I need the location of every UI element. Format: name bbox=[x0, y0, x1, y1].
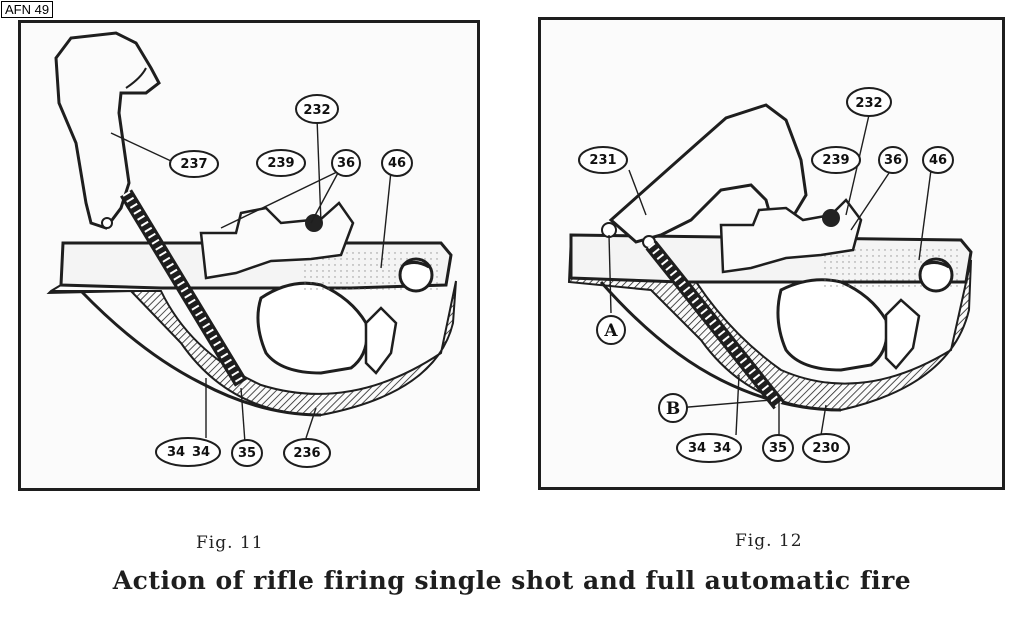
hammer-spring bbox=[645, 240, 785, 410]
callout-46: 46 bbox=[922, 146, 954, 174]
callout-35: 35 bbox=[762, 434, 794, 462]
svg-text:35: 35 bbox=[238, 446, 256, 461]
trigger bbox=[776, 278, 889, 372]
svg-text:232: 232 bbox=[855, 96, 882, 111]
hammer bbox=[54, 31, 161, 230]
main-caption: Action of rifle firing single shot and f… bbox=[112, 566, 912, 595]
callout-239: 239 bbox=[811, 146, 861, 174]
svg-text:46: 46 bbox=[929, 153, 947, 168]
svg-text:A: A bbox=[603, 321, 618, 341]
svg-text:239: 239 bbox=[267, 156, 294, 171]
figure-12-caption: Fig. 12 bbox=[735, 531, 803, 551]
callout-34-34: 34 34 bbox=[155, 437, 221, 467]
svg-text:36: 36 bbox=[884, 153, 902, 168]
callout-36: 36 bbox=[878, 146, 908, 174]
svg-text:34: 34 bbox=[167, 445, 185, 460]
figure-11-drawing: 237 232 239 36 46 34 34 35 236 bbox=[46, 31, 457, 468]
trigger-housing bbox=[46, 280, 457, 417]
leader-lines-12 bbox=[608, 114, 932, 436]
svg-text:232: 232 bbox=[303, 103, 330, 118]
svg-text:34: 34 bbox=[688, 441, 706, 456]
svg-text:B: B bbox=[666, 399, 680, 419]
svg-text:35: 35 bbox=[769, 441, 787, 456]
svg-text:46: 46 bbox=[388, 156, 406, 171]
callout-35: 35 bbox=[231, 439, 263, 467]
callout-232: 232 bbox=[846, 87, 892, 117]
svg-text:34: 34 bbox=[192, 445, 210, 460]
callout-230: 230 bbox=[802, 433, 850, 463]
callout-236: 236 bbox=[283, 438, 331, 468]
callout-34-34: 34 34 bbox=[676, 433, 742, 463]
trigger bbox=[256, 281, 369, 375]
figure-12-panel: 231 232 239 36 46 34 34 35 230 A B bbox=[538, 17, 1005, 490]
callout-letter-a: A bbox=[596, 315, 626, 345]
callout-239: 239 bbox=[256, 149, 306, 177]
callout-231: 231 bbox=[578, 146, 628, 174]
callout-36: 36 bbox=[331, 149, 361, 177]
callout-232: 232 bbox=[295, 94, 339, 124]
svg-text:34: 34 bbox=[713, 441, 731, 456]
hammer-spring bbox=[120, 189, 247, 387]
svg-text:236: 236 bbox=[293, 446, 320, 461]
svg-text:239: 239 bbox=[822, 153, 849, 168]
callout-46: 46 bbox=[381, 149, 413, 177]
svg-text:36: 36 bbox=[337, 156, 355, 171]
figure-11-caption: Fig. 11 bbox=[196, 533, 264, 553]
svg-text:230: 230 bbox=[812, 441, 839, 456]
callout-237: 237 bbox=[169, 150, 219, 178]
callout-letter-b: B bbox=[658, 393, 688, 423]
svg-text:237: 237 bbox=[180, 157, 207, 172]
figure-12-drawing: 231 232 239 36 46 34 34 35 230 A B bbox=[567, 87, 973, 463]
leader-lines-11 bbox=[110, 117, 392, 444]
document-id-label: AFN 49 bbox=[1, 1, 54, 18]
svg-text:231: 231 bbox=[589, 153, 616, 168]
figure-11-panel: 237 232 239 36 46 34 34 35 236 bbox=[18, 20, 480, 491]
